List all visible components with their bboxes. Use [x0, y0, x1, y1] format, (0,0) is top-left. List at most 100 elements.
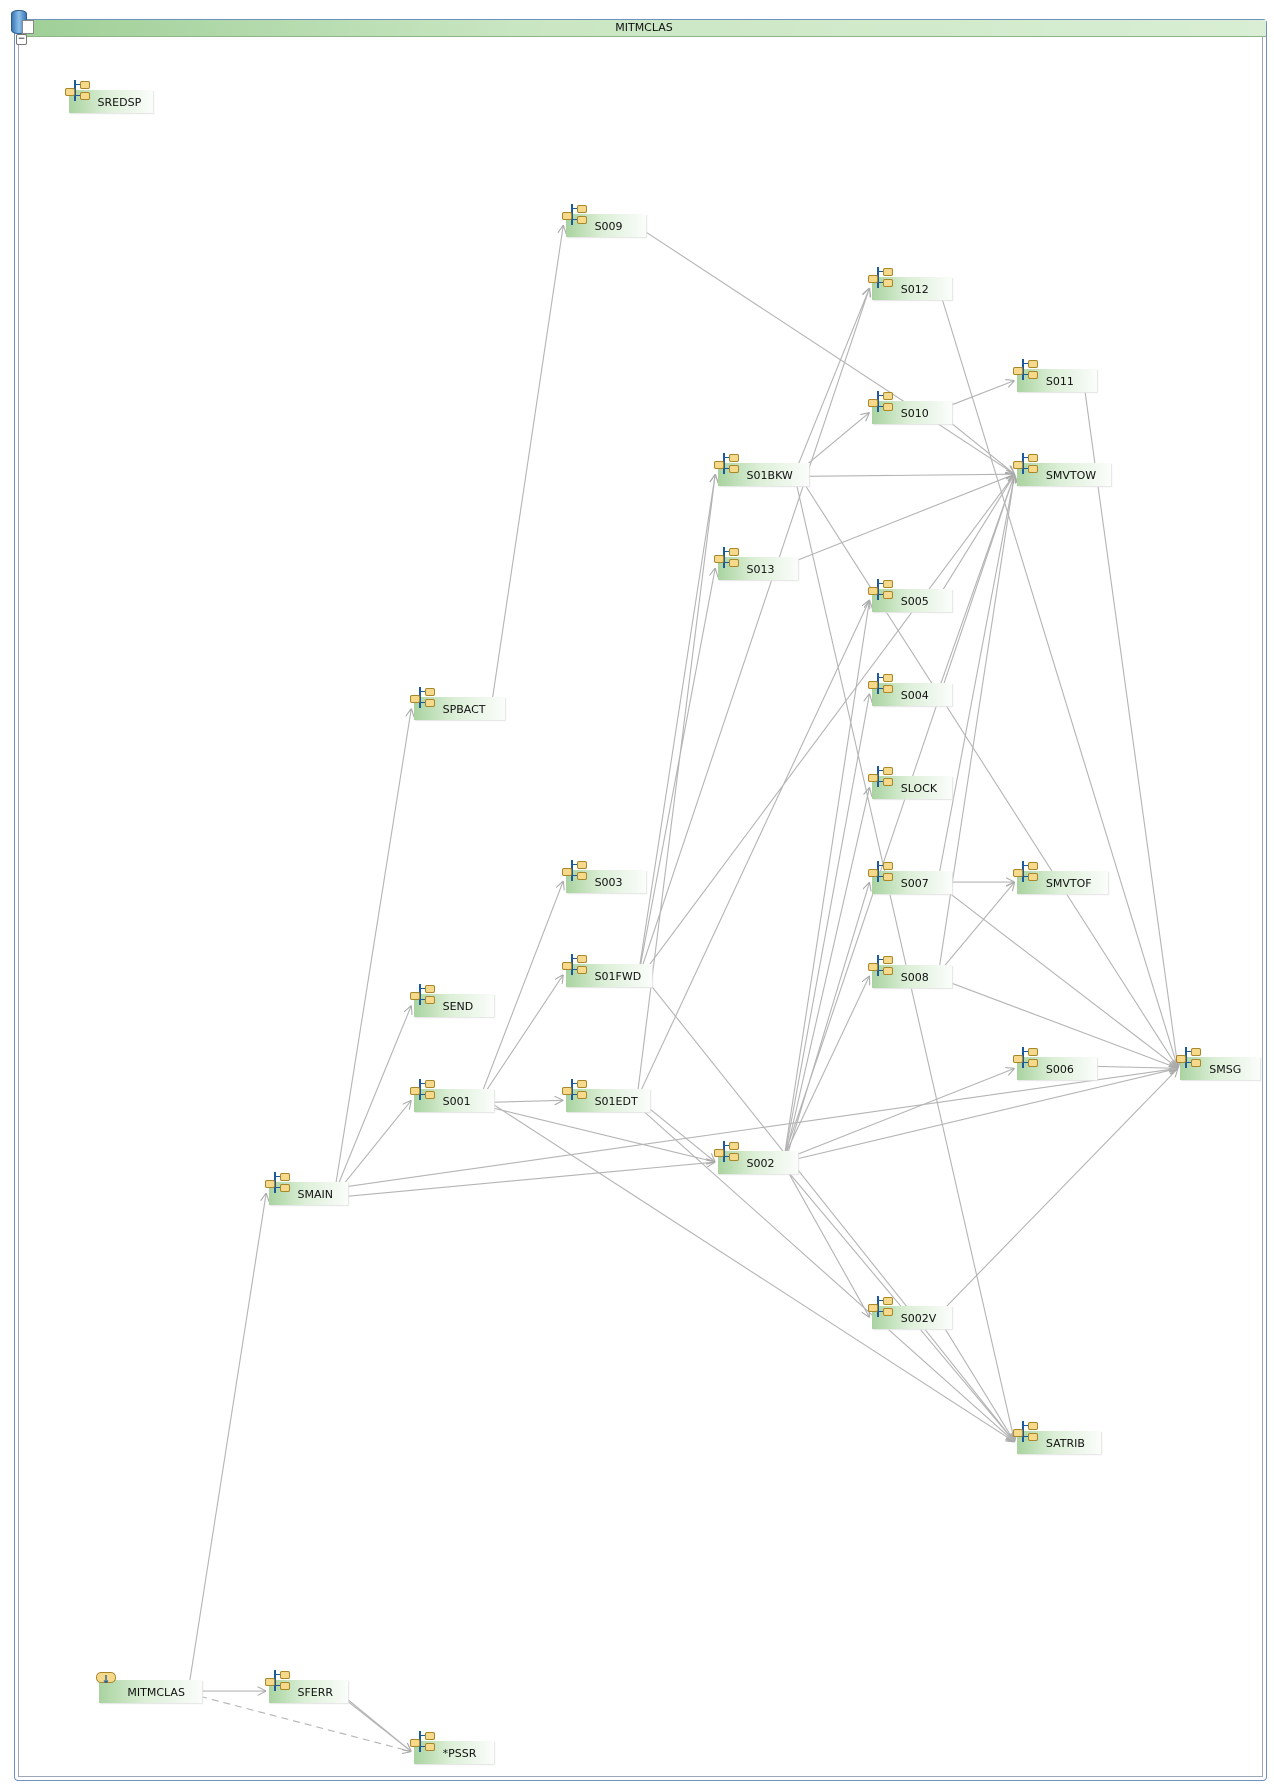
node-s002[interactable]: S002: [713, 1141, 798, 1175]
node-s007[interactable]: S007: [867, 861, 952, 895]
node-s008[interactable]: S008: [867, 954, 952, 988]
node-s01bkw[interactable]: S01BKW: [713, 453, 809, 487]
node-send[interactable]: SEND: [409, 984, 494, 1018]
subroutine-icon: [867, 266, 893, 293]
node-s004[interactable]: S004: [867, 672, 952, 706]
node-label: S003: [594, 875, 623, 889]
edge-s007-to-smsg: [937, 883, 1178, 1068]
subroutine-icon: [713, 1141, 739, 1167]
node-label: S012: [900, 282, 929, 296]
edge-s01fwd-to-s013: [638, 568, 716, 975]
node-label: S002V: [900, 1312, 937, 1326]
node-s006[interactable]: S006: [1012, 1047, 1097, 1081]
node-s003[interactable]: S003: [561, 859, 646, 893]
node-s009[interactable]: S009: [561, 204, 646, 238]
subroutine-icon: [264, 1171, 290, 1198]
subroutine-icon: [713, 546, 739, 573]
edge-s01fwd-to-s01bkw: [638, 474, 716, 973]
subroutine-icon: [1012, 1047, 1038, 1073]
node-s01edt[interactable]: S01EDT: [561, 1079, 651, 1113]
edge-mitmclas-to-smain: [187, 1193, 267, 1689]
subroutine-icon: [561, 204, 587, 230]
node-sredsp[interactable]: SREDSP: [64, 79, 154, 113]
edge-s001-to-s002: [479, 1104, 715, 1162]
node-label: SMVTOF: [1045, 877, 1092, 891]
collapse-button[interactable]: −: [16, 34, 27, 45]
node-s01fwd[interactable]: S01FWD: [561, 953, 653, 987]
node-label: S005: [900, 594, 929, 608]
subroutine-icon: [409, 1730, 435, 1757]
edge-s002-to-s005: [783, 600, 870, 1160]
node-s010[interactable]: S010: [867, 391, 952, 425]
node-label: S011: [1045, 375, 1074, 389]
edge-s001-to-s01edt: [479, 1100, 563, 1102]
edge-s008-to-smsg: [937, 977, 1178, 1068]
diagram-frame: [14, 19, 1267, 1781]
diagram-area: [18, 37, 1263, 1777]
edge-s012-to-smsg: [937, 285, 1178, 1069]
node-smvtow[interactable]: SMVTOW: [1012, 453, 1111, 487]
subroutine-icon: [1012, 861, 1038, 887]
node-smsg[interactable]: SMSG: [1176, 1047, 1261, 1081]
node-label: S013: [746, 562, 775, 576]
edge-s002-to-slock: [783, 787, 870, 1165]
edge-s01fwd-to-smvtow: [638, 474, 1015, 980]
edge-s001-to-s003: [479, 881, 563, 1099]
subroutine-icon: [713, 453, 739, 479]
edge-s002-to-s002v: [783, 1164, 870, 1317]
edge-s008-to-smvtow: [937, 474, 1015, 976]
node-pssr[interactable]: *PSSR: [409, 1730, 494, 1764]
subroutine-icon: [1012, 359, 1038, 385]
edge-s005-to-smvtow: [937, 474, 1015, 598]
node-label: S002: [746, 1157, 775, 1171]
node-s013[interactable]: S013: [713, 546, 798, 580]
edge-spbact-to-s009: [490, 225, 563, 707]
edge-s011-to-smsg: [1082, 378, 1178, 1068]
subroutine-icon: [867, 672, 893, 699]
node-sferr[interactable]: SFERR: [264, 1670, 349, 1704]
node-s011[interactable]: S011: [1012, 359, 1097, 393]
node-label: SMVTOW: [1045, 469, 1097, 483]
node-label: S01EDT: [594, 1095, 638, 1109]
node-smvtof[interactable]: SMVTOF: [1012, 861, 1109, 895]
node-label: *PSSR: [442, 1746, 477, 1760]
node-label: S01BKW: [746, 469, 793, 483]
edge-smain-to-send: [334, 1005, 412, 1194]
edge-s01bkw-to-s012: [794, 288, 869, 473]
node-label: SMAIN: [297, 1187, 333, 1201]
subroutine-icon: [867, 578, 893, 605]
node-spbact[interactable]: SPBACT: [409, 687, 506, 721]
edge-s006-to-smsg: [1083, 1066, 1178, 1068]
node-s002v[interactable]: S002V: [867, 1296, 952, 1330]
edge-smain-to-s001: [334, 1100, 412, 1196]
edge-s01bkw-to-satrib: [794, 478, 1014, 1442]
node-label: SLOCK: [900, 782, 938, 796]
subroutine-icon: [561, 953, 587, 980]
edge-s002-to-smsg: [783, 1068, 1178, 1163]
edge-s001-to-satrib: [479, 1095, 1015, 1442]
node-s012[interactable]: S012: [867, 266, 952, 300]
node-s005[interactable]: S005: [867, 578, 952, 612]
node-satrib[interactable]: SATRIB: [1012, 1420, 1102, 1454]
edge-s002-to-satrib: [783, 1166, 1015, 1442]
node-mitmclas[interactable]: MITMCLAS: [96, 1672, 203, 1704]
subroutine-icon: [1175, 1047, 1202, 1073]
subroutine-icon: [64, 79, 90, 106]
node-smain[interactable]: SMAIN: [264, 1171, 349, 1205]
node-label: S006: [1045, 1063, 1074, 1077]
node-label: SEND: [442, 1000, 474, 1014]
document-icon: [22, 20, 34, 34]
node-slock[interactable]: SLOCK: [867, 766, 952, 800]
subroutine-icon: [561, 859, 587, 886]
edge-s013-to-smvtow: [783, 474, 1015, 567]
node-s001[interactable]: S001: [409, 1079, 494, 1113]
edge-s01fwd-to-satrib: [638, 969, 1015, 1442]
subroutine-icon: [867, 1296, 893, 1322]
node-label: MITMCLAS: [127, 1686, 185, 1700]
edge-smain-to-s002: [334, 1162, 715, 1198]
edge-s01bkw-to-smvtow: [795, 474, 1014, 476]
subroutine-icon: [1012, 1420, 1038, 1447]
node-label: SREDSP: [97, 95, 142, 109]
edge-smain-to-spbact: [334, 708, 412, 1191]
